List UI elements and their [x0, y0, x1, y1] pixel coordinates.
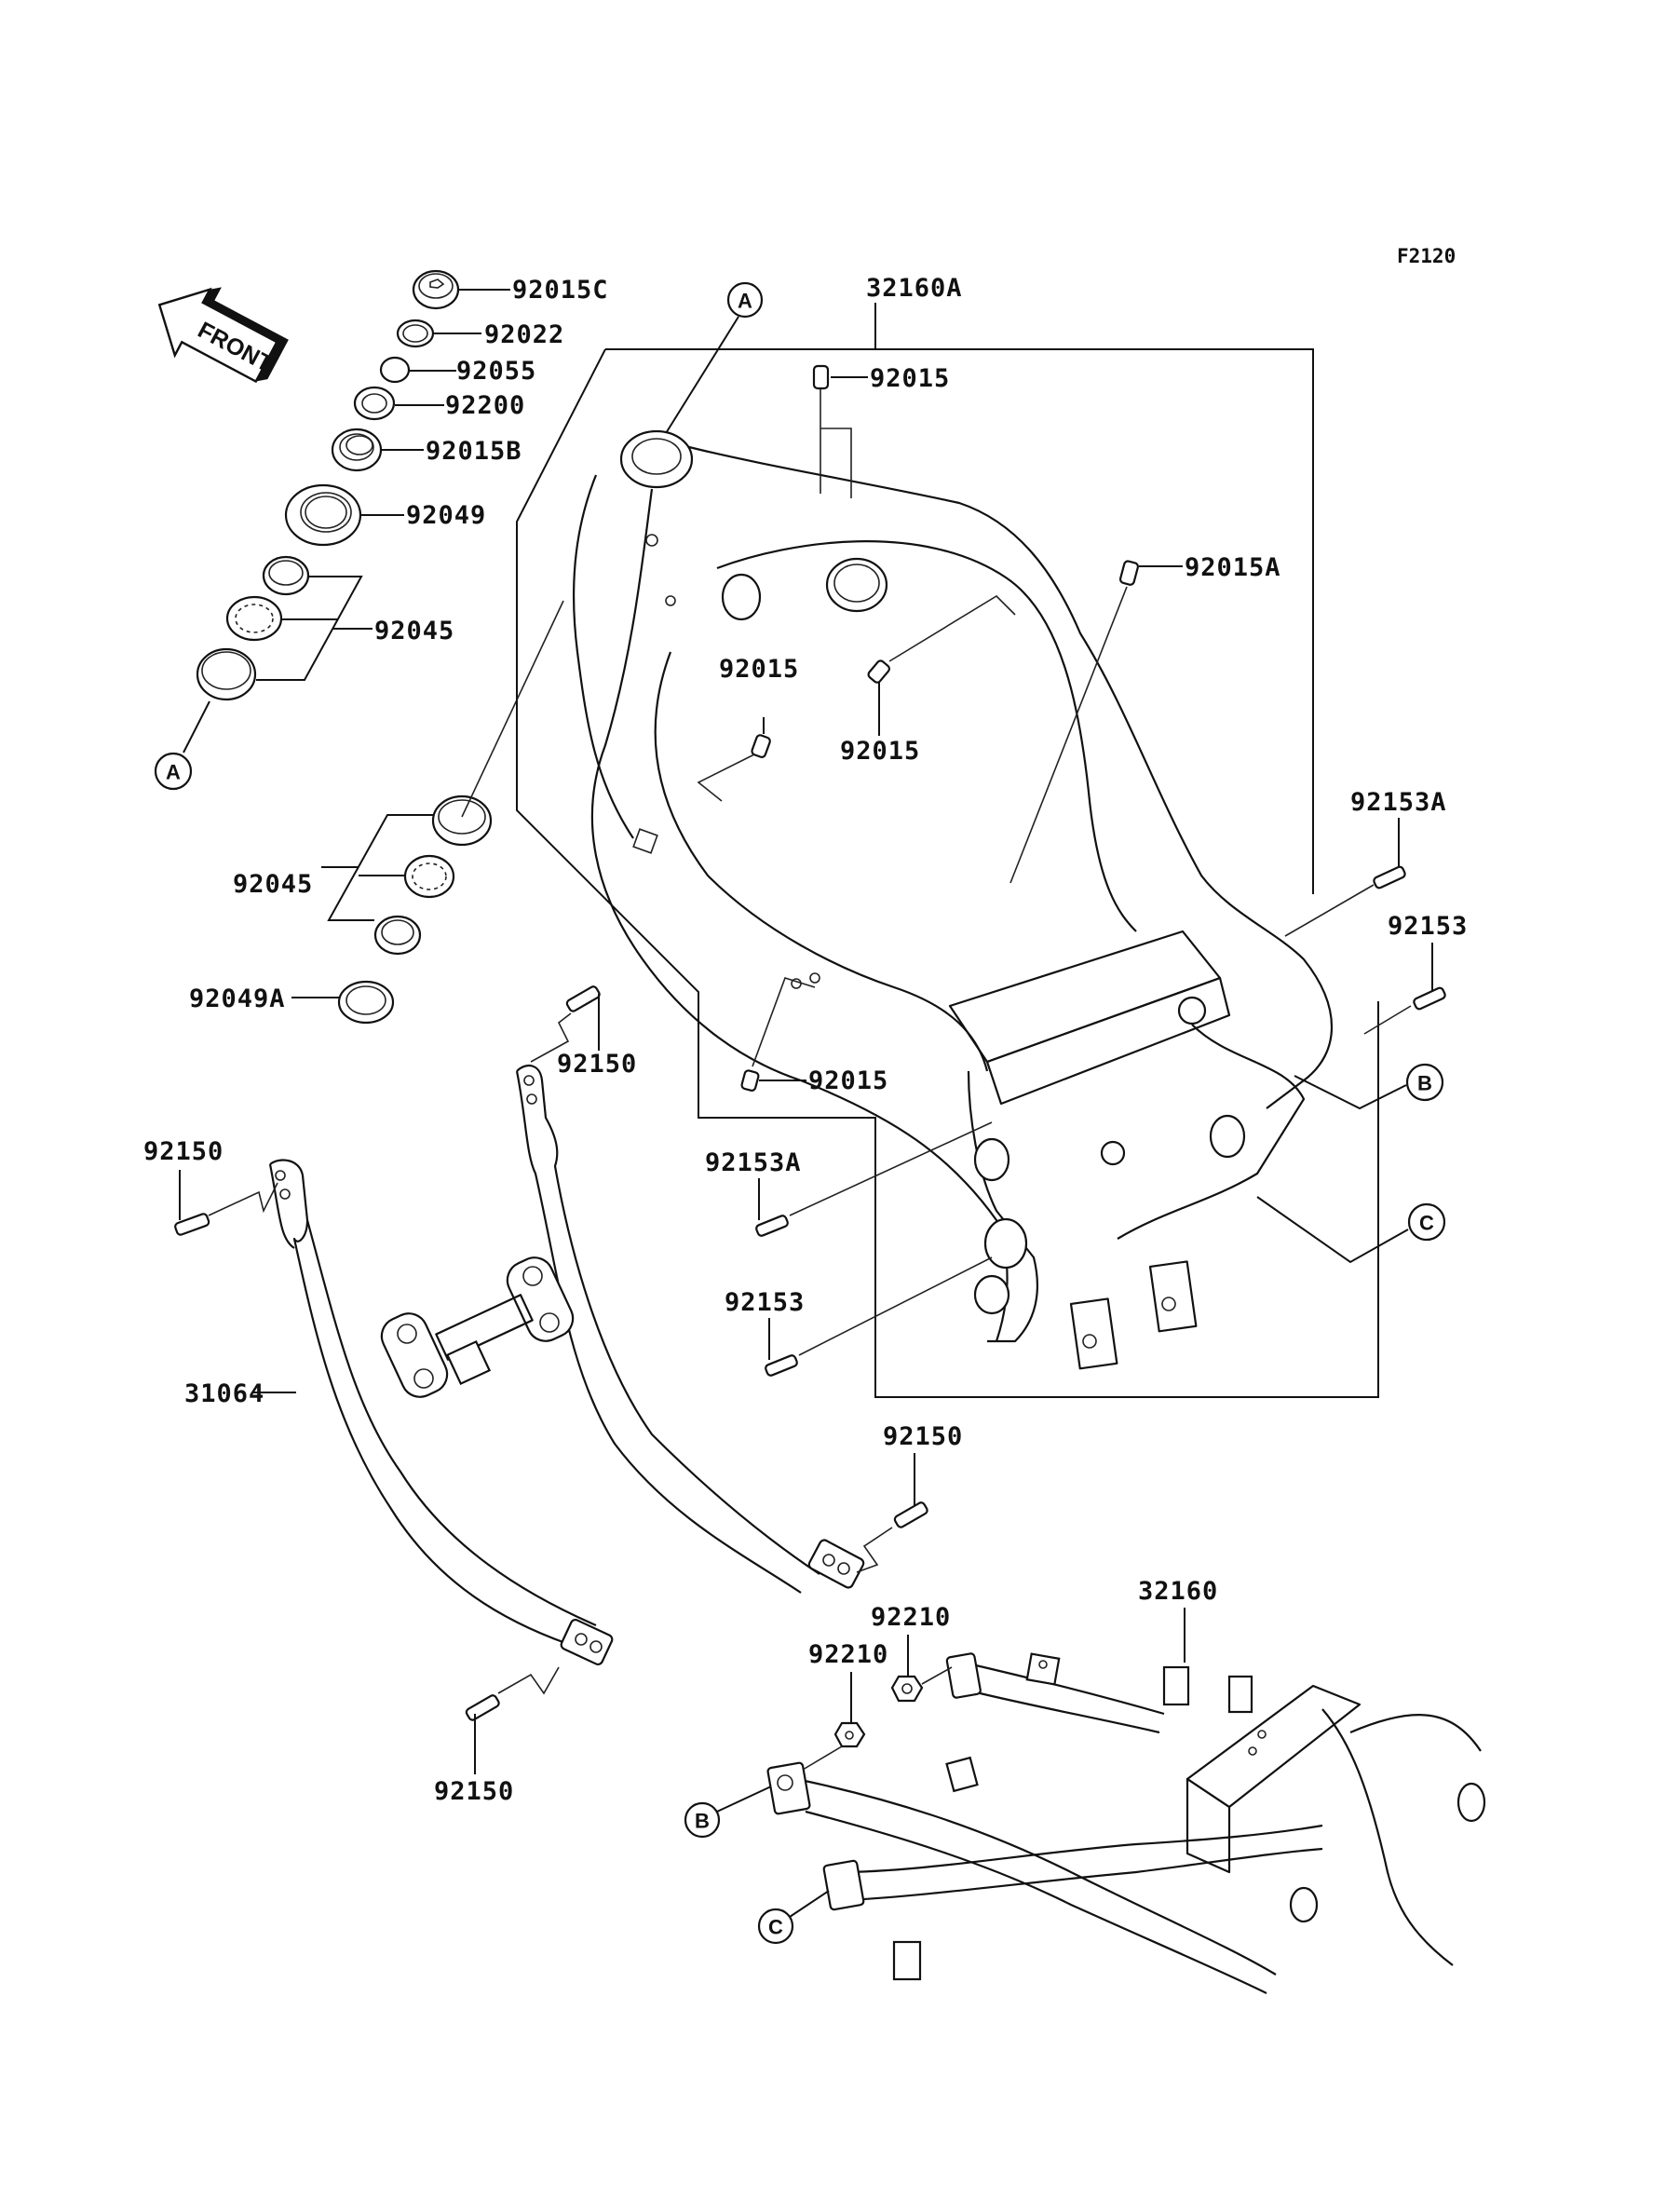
label-92015C: 92015C	[512, 276, 609, 305]
svg-text:A: A	[738, 290, 752, 313]
label-92015-mid-right: 92015	[840, 737, 920, 766]
label-92015-lower: 92015	[808, 1066, 888, 1095]
label-92015-mid-left: 92015	[719, 655, 799, 684]
svg-text:C: C	[1419, 1212, 1434, 1235]
part-92015-top[interactable]: 92015	[812, 364, 950, 498]
label-92150-upper-mid: 92150	[557, 1050, 637, 1079]
label-92153-right: 92153	[1388, 912, 1468, 941]
label-92210-a: 92210	[871, 1603, 951, 1632]
label-92049: 92049	[406, 501, 486, 530]
svg-text:C: C	[768, 1916, 783, 1939]
label-92210-b: 92210	[808, 1640, 888, 1669]
part-92153-right[interactable]: 92153	[1363, 912, 1468, 1035]
part-92022[interactable]: 92022	[396, 319, 564, 349]
label-92153-left: 92153	[725, 1288, 805, 1317]
down-tube-31064[interactable]	[268, 1064, 865, 1666]
svg-text:B: B	[695, 1810, 710, 1833]
label-92049A: 92049A	[189, 985, 286, 1013]
label-92150-lower-right: 92150	[883, 1422, 963, 1451]
reference-mark-A-frame: A	[662, 281, 764, 439]
label-92022: 92022	[484, 320, 564, 349]
part-92150-upper-mid[interactable]: 92150	[530, 985, 637, 1079]
label-92045-lower: 92045	[233, 870, 313, 899]
label-92015A: 92015A	[1185, 553, 1281, 582]
reference-mark-A-left: A	[154, 700, 210, 791]
reference-mark-C-rear: C	[757, 1890, 830, 1945]
part-92153A-right[interactable]: 92153A	[1284, 788, 1447, 937]
part-92150-lower-right[interactable]: 92150	[856, 1422, 963, 1573]
svg-text:A: A	[166, 761, 181, 784]
main-frame-32160A[interactable]	[572, 429, 1333, 1370]
label-92153A-right: 92153A	[1350, 788, 1447, 817]
label-92150-left: 92150	[143, 1137, 224, 1166]
label-92153A-left: 92153A	[705, 1148, 802, 1177]
svg-text:B: B	[1417, 1072, 1432, 1095]
reference-mark-B-right: B	[1294, 1063, 1444, 1110]
label-92150-bottom: 92150	[434, 1777, 514, 1806]
reference-mark-C-right: C	[1256, 1196, 1446, 1264]
part-92153A-left[interactable]: 92153A	[705, 1121, 993, 1237]
part-92150-left[interactable]: 92150	[143, 1137, 278, 1236]
figure-code: F2120	[1397, 245, 1456, 267]
part-92045-upper-set[interactable]: 92045	[196, 555, 454, 701]
part-92015-mid-right[interactable]: 92015	[840, 594, 1016, 766]
label-92015B: 92015B	[426, 437, 522, 466]
part-92150-bottom[interactable]: 92150	[434, 1666, 560, 1806]
front-arrow-icon: FRONT	[157, 287, 289, 384]
label-92045-upper: 92045	[374, 617, 454, 645]
label-92055: 92055	[456, 357, 536, 386]
part-92049[interactable]: 92049	[284, 483, 486, 547]
part-92055[interactable]: 92055	[379, 356, 536, 386]
part-92210-b[interactable]: 92210	[802, 1640, 888, 1771]
part-92045-lower-set[interactable]: 92045	[233, 600, 564, 956]
label-92200: 92200	[445, 391, 525, 420]
label-32160A: 32160A	[866, 274, 963, 303]
part-92153-left[interactable]: 92153	[725, 1256, 993, 1377]
callout-32160: 32160	[1138, 1577, 1218, 1663]
callout-32160A: 32160A	[516, 274, 1379, 1398]
label-32160: 32160	[1138, 1577, 1218, 1606]
part-92210-a[interactable]: 92210	[871, 1603, 953, 1703]
part-92015-mid-left[interactable]: 92015	[697, 655, 799, 802]
label-92015-top: 92015	[870, 364, 950, 393]
rear-frame-32160[interactable]	[766, 1652, 1486, 1994]
callout-31064: 31064	[184, 1379, 296, 1408]
reference-mark-B-rear: B	[684, 1786, 772, 1839]
part-92015B[interactable]: 92015B	[331, 428, 522, 472]
part-92200[interactable]: 92200	[353, 386, 525, 421]
part-92049A[interactable]: 92049A	[189, 980, 395, 1025]
label-31064: 31064	[184, 1379, 264, 1408]
part-92015C[interactable]: 92015C	[412, 269, 609, 310]
part-92015A[interactable]: 92015A	[1009, 553, 1281, 884]
part-92015-lower[interactable]: 92015	[740, 977, 889, 1095]
